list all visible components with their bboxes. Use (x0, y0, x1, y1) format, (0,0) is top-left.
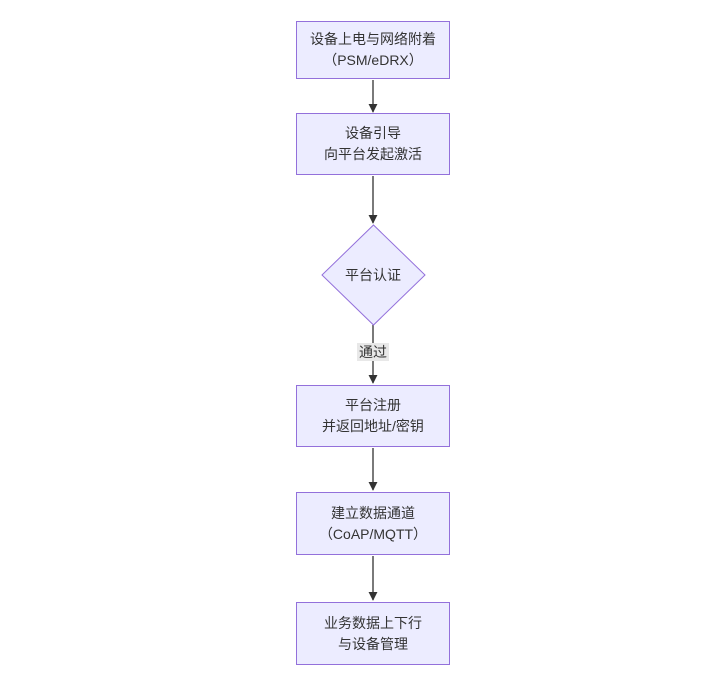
decision-platform-auth-shape (321, 224, 426, 326)
node-business: 业务数据上下行 与设备管理 (296, 602, 450, 665)
node-register-line2: 并返回地址/密钥 (322, 418, 424, 434)
node-data-channel: 建立数据通道 （CoAP/MQTT） (296, 492, 450, 555)
node-data-channel-line1: 建立数据通道 (331, 504, 415, 521)
node-platform-auth-label: 平台认证 (345, 267, 401, 283)
node-bootstrap: 设备引导 向平台发起激活 (296, 113, 450, 175)
node-power-on-line1: 设备上电与网络附着 (310, 31, 436, 47)
node-bootstrap-line1: 设备引导 (345, 125, 401, 141)
node-power-on-line2: （PSM/eDRX） (323, 52, 423, 68)
node-register: 平台注册 并返回地址/密钥 (296, 385, 450, 447)
edge-label-pass: 通过 (357, 343, 389, 361)
node-bootstrap-line2: 向平台发起激活 (324, 146, 422, 162)
node-business-line1: 业务数据上下行 (324, 614, 422, 631)
node-power-on: 设备上电与网络附着 （PSM/eDRX） (296, 21, 450, 79)
node-register-line1: 平台注册 (345, 397, 401, 413)
node-business-line2: 与设备管理 (338, 635, 408, 652)
node-data-channel-line2: （CoAP/MQTT） (318, 525, 428, 542)
